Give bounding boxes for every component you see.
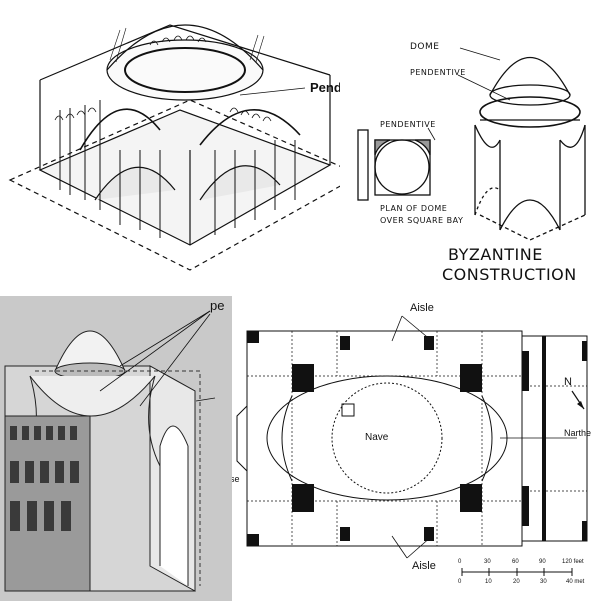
partial-label-pe: pe: [210, 298, 225, 313]
scale-tick-m-0: 0: [458, 579, 462, 585]
pendentive-plan-label: PENDENTIVE: [380, 120, 436, 129]
nave-label: Nave: [365, 432, 389, 443]
scale-tick-30: 30: [484, 559, 491, 565]
scale-tick-60: 60: [512, 559, 519, 565]
scale-tick-m-20: 20: [513, 579, 520, 585]
pendentive-sketch: [357, 47, 586, 241]
dome-cutaway-render: pe: [0, 296, 232, 601]
scale-tick-m-10: 10: [485, 579, 492, 585]
partial-label-se: se: [232, 474, 240, 484]
north-arrow-label: N: [564, 376, 572, 388]
scale-tick-120: 120 feet: [562, 559, 584, 565]
narthex-label: Narthe: [564, 428, 592, 438]
byzantine-construction-sketch: DOME PENDENTIVE PENDENTIVE PLAN OF DOME …: [340, 0, 601, 296]
title-line-1: BYZANTINE: [448, 245, 543, 264]
aisle-bottom-label: Aisle: [412, 560, 436, 572]
dome-label: DOME: [410, 42, 440, 52]
pendentive-upper-label: PENDENTIVE: [410, 68, 466, 77]
scale-tick-0: 0: [458, 559, 462, 565]
hagia-sophia-floor-plan: Aisle Aisle Nave Narthe N 0 30 60 90 120…: [232, 296, 601, 601]
scale-tick-m-40: 40 met: [566, 579, 585, 585]
scale-tick-90: 90: [539, 559, 546, 565]
isometric-illustration: [8, 24, 362, 271]
scale-tick-m-30: 30: [540, 579, 547, 585]
plan-caption-line-2: OVER SQUARE BAY: [380, 216, 464, 225]
aisle-top-label: Aisle: [410, 302, 434, 314]
plan-caption-line-1: PLAN OF DOME: [380, 204, 448, 213]
floor-plan-drawing: [236, 315, 588, 576]
cutaway-illustration: [4, 310, 216, 592]
isometric-cutaway-drawing: Pendentive: [0, 0, 380, 296]
title-line-2: CONSTRUCTION: [442, 265, 577, 284]
